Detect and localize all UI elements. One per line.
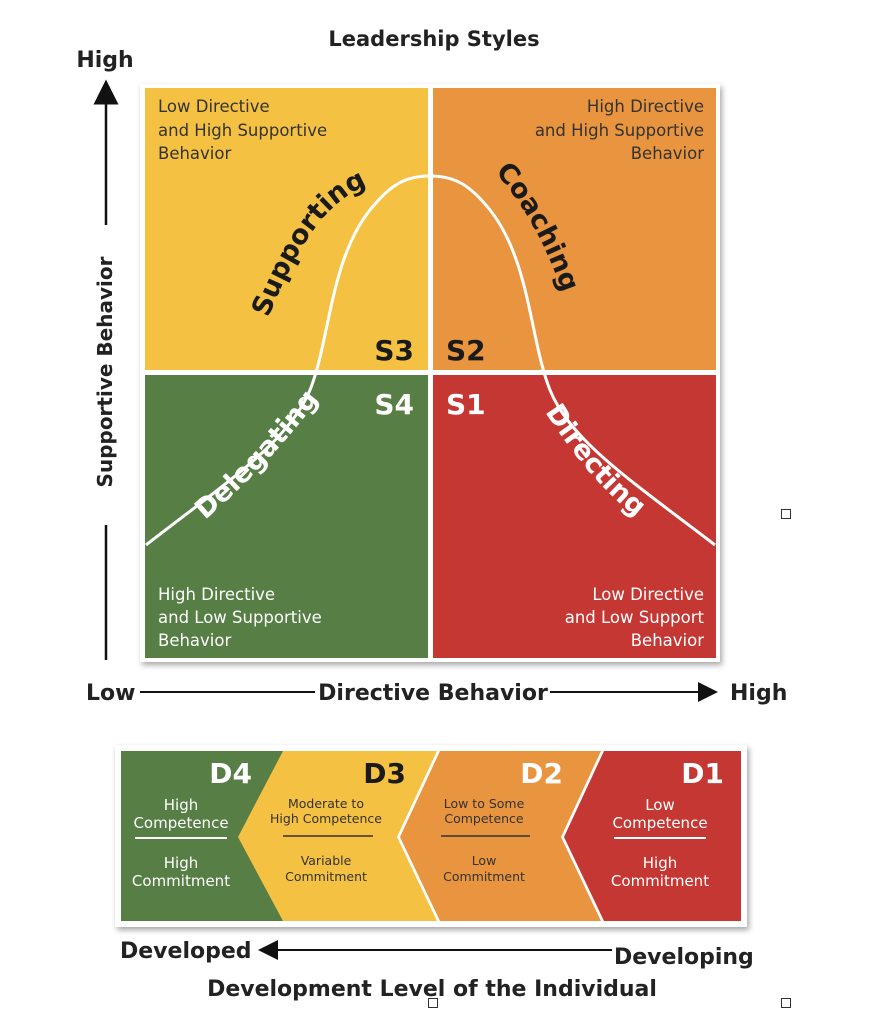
quadrant-s4-line-2: and Low Supportive bbox=[158, 608, 322, 627]
quadrant-s3-line-1: Low Directive bbox=[158, 97, 270, 116]
quadrant-s3 bbox=[145, 88, 428, 370]
quadrant-s2 bbox=[433, 88, 716, 370]
quadrant-s1 bbox=[433, 375, 716, 658]
level-d1-competence-2: Competence bbox=[612, 814, 707, 832]
level-d1-code: D1 bbox=[681, 757, 724, 790]
quadrant-s2-line-3: Behavior bbox=[631, 144, 704, 163]
level-d1-competence-1: Low bbox=[645, 796, 675, 814]
level-d1-segment bbox=[564, 751, 741, 921]
developing-label: Developing bbox=[614, 945, 754, 970]
level-d4-commitment-2: Commitment bbox=[132, 872, 230, 890]
bell-curve bbox=[145, 174, 716, 547]
selection-handle-bottom[interactable] bbox=[428, 998, 438, 1008]
x-axis-low-label: Low bbox=[86, 681, 135, 706]
quadrant-s3-line-3: Behavior bbox=[158, 144, 231, 163]
quadrant-s1-line-1: Low Directive bbox=[592, 585, 704, 604]
development-level-label: Development Level of the Individual bbox=[207, 977, 657, 1002]
y-axis-high-label: High bbox=[76, 48, 133, 73]
level-d1-commitment-1: High bbox=[643, 854, 677, 872]
level-d2-commitment-2: Commitment bbox=[443, 869, 525, 884]
level-d3-competence-2: High Competence bbox=[270, 811, 382, 826]
level-d3-code: D3 bbox=[363, 757, 406, 790]
code-s2: S2 bbox=[446, 334, 486, 367]
quadrant-s3-line-2: and High Supportive bbox=[158, 121, 327, 140]
quadrant-s1-line-3: Behavior bbox=[631, 631, 704, 650]
level-d2-code: D2 bbox=[520, 757, 563, 790]
level-d2-competence-1: Low to Some bbox=[444, 796, 525, 811]
selection-handle-bottom-right[interactable] bbox=[781, 998, 791, 1008]
code-s1: S1 bbox=[446, 388, 486, 421]
level-d2-commitment-1: Low bbox=[472, 853, 497, 868]
diagram-title: Leadership Styles bbox=[328, 27, 539, 51]
quadrant-s1-line-2: and Low Support bbox=[565, 608, 705, 627]
level-d1-commitment-2: Commitment bbox=[611, 872, 709, 890]
quadrant-s2-line-1: High Directive bbox=[587, 97, 704, 116]
level-d3-commitment-1: Variable bbox=[301, 853, 352, 868]
level-d4-competence-2: Competence bbox=[133, 814, 228, 832]
level-d3-commitment-2: Commitment bbox=[285, 869, 367, 884]
code-s4: S4 bbox=[374, 388, 414, 421]
selection-handle-right[interactable] bbox=[781, 509, 791, 519]
x-axis-label: Directive Behavior bbox=[318, 681, 548, 706]
quadrant-s4-line-3: Behavior bbox=[158, 631, 231, 650]
level-d4-code: D4 bbox=[209, 757, 252, 790]
level-d3-competence-1: Moderate to bbox=[288, 796, 364, 811]
quadrant-s2-line-2: and High Supportive bbox=[535, 121, 704, 140]
quadrant-s4-line-1: High Directive bbox=[158, 585, 275, 604]
x-axis-high-label: High bbox=[730, 681, 787, 706]
level-d4-segment bbox=[121, 751, 285, 921]
level-d4-commitment-1: High bbox=[164, 854, 198, 872]
code-s3: S3 bbox=[374, 334, 414, 367]
level-d2-competence-2: Competence bbox=[444, 811, 524, 826]
developed-label: Developed bbox=[120, 939, 252, 964]
level-d4-competence-1: High bbox=[164, 796, 198, 814]
y-axis-label: Supportive Behavior bbox=[93, 256, 117, 487]
quadrant-s4 bbox=[145, 375, 428, 658]
